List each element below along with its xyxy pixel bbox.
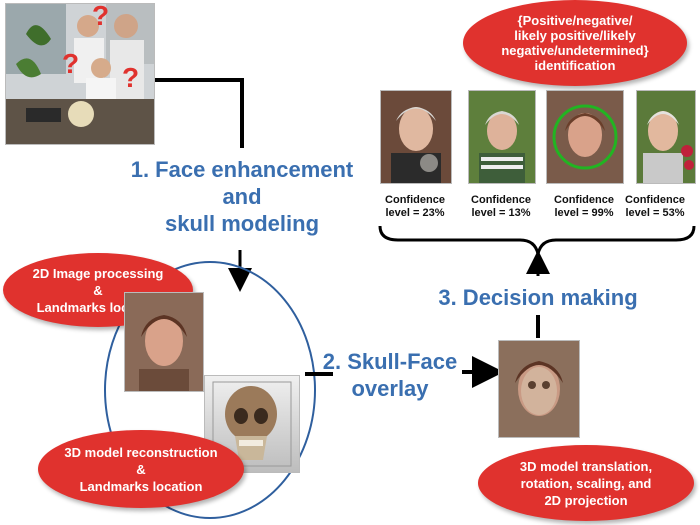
face-photo [124, 292, 204, 392]
step1-line1: 1. Face enhancement [130, 157, 354, 182]
confidence-label-3: Confidence level = 99% [541, 194, 627, 220]
confidence-label-3-value: level = 99% [554, 207, 614, 219]
model-reconstruction-line2: & [136, 461, 146, 477]
step1-line2: and [222, 184, 262, 209]
identification-line4: identification [534, 58, 616, 73]
step1-line3: skull modeling [164, 211, 320, 236]
candidate-photo-3 [546, 90, 624, 184]
forensic-scene-photo [5, 3, 155, 145]
confidence-label-4: Confidence level = 53% [612, 194, 698, 220]
candidate-photo-4 [636, 90, 696, 184]
step3-text: 3. Decision making [438, 285, 638, 310]
model-translation-line2: rotation, scaling, and [520, 475, 652, 491]
identification-line1: {Positive/negative/ [517, 13, 633, 28]
confidence-label-4-value: level = 53% [625, 207, 685, 219]
image-processing-line2: & [93, 282, 103, 298]
step3-label: 3. Decision making [418, 284, 658, 311]
confidence-label-2: Confidence level = 13% [458, 194, 544, 220]
confidence-label-3-title: Confidence [554, 194, 614, 206]
model-reconstruction-bubble: 3D model reconstruction & Landmarks loca… [38, 430, 244, 508]
confidence-label-4-title: Confidence [625, 194, 685, 206]
confidence-label-2-value: level = 13% [471, 207, 531, 219]
connector-line-top [155, 78, 244, 148]
identification-line2: likely positive/likely [514, 28, 636, 43]
candidates-brace [378, 225, 696, 255]
model-translation-line1: 3D model translation, [519, 458, 653, 474]
step2-label: 2. Skull-Face overlay [315, 348, 465, 402]
identification-bubble: {Positive/negative/ likely positive/like… [463, 0, 687, 86]
question-mark-3: ? [122, 62, 140, 93]
step1-label: 1. Face enhancement and skull modeling [112, 156, 372, 237]
model-reconstruction-line3: Landmarks location [79, 478, 203, 494]
question-mark-2: ? [62, 48, 80, 79]
model-translation-line3: 2D projection [544, 492, 628, 508]
model-reconstruction-line1: 3D model reconstruction [64, 444, 218, 460]
question-mark-1: ? [92, 0, 110, 31]
match-highlight-circle [552, 104, 618, 170]
model-translation-bubble: 3D model translation, rotation, scaling,… [478, 445, 694, 521]
confidence-label-2-title: Confidence [471, 194, 531, 206]
candidate-photo-1 [380, 90, 452, 184]
process-ellipse [104, 261, 316, 519]
confidence-label-1: Confidence level = 23% [372, 194, 458, 220]
skull-face-overlay-photo [498, 340, 580, 438]
image-processing-line1: 2D Image processing [32, 265, 164, 281]
confidence-label-1-value: level = 23% [385, 207, 445, 219]
identification-line3: negative/undetermined} [501, 43, 649, 58]
confidence-label-1-title: Confidence [385, 194, 445, 206]
candidate-photo-2 [468, 90, 536, 184]
step2-line1: 2. Skull-Face [322, 349, 458, 374]
step2-line2: overlay [351, 376, 429, 401]
